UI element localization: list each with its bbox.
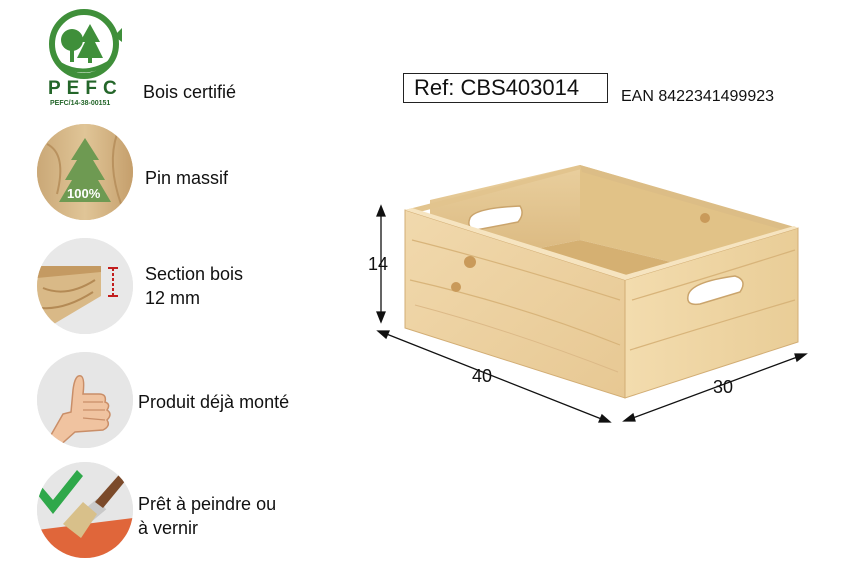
dimension-width: 30 xyxy=(713,377,734,397)
feature-label-paint: Prêt à peindre ou à vernir xyxy=(138,492,276,540)
feature-label-section-line2: 12 mm xyxy=(145,288,201,308)
tree-icon: 100% xyxy=(37,124,133,220)
feature-label-section: Section bois 12 mm xyxy=(145,262,243,310)
feature-label-solid-pine: Pin massif xyxy=(145,168,229,188)
dimension-height: 14 xyxy=(368,254,389,274)
paint-brush-check-icon xyxy=(37,462,133,558)
pefc-logo-code: PEFC/14-38-00151 xyxy=(50,100,111,107)
feature-label-assembled: Produit déjà monté xyxy=(138,392,290,412)
dimension-length: 40 xyxy=(472,366,493,386)
feature-label-paint-line2: à vernir xyxy=(138,518,199,538)
thumbs-up-icon xyxy=(37,352,133,448)
wood-section-icon xyxy=(37,238,133,334)
feature-label-paint-line1: Prêt à peindre ou xyxy=(138,494,277,514)
pefc-logo-text: PEFC xyxy=(48,78,123,99)
pefc-logo-icon xyxy=(49,9,122,79)
feature-label-section-line1: Section bois xyxy=(145,264,244,284)
product-ref: Ref: CBS403014 xyxy=(403,73,608,103)
product-ean: EAN 8422341499923 xyxy=(621,88,775,105)
tree-badge: 100% xyxy=(67,186,101,201)
feature-label-certified: Bois certifié xyxy=(143,82,237,102)
pefc-logo: PEFC PEFC/14-38-00151 xyxy=(44,6,128,110)
